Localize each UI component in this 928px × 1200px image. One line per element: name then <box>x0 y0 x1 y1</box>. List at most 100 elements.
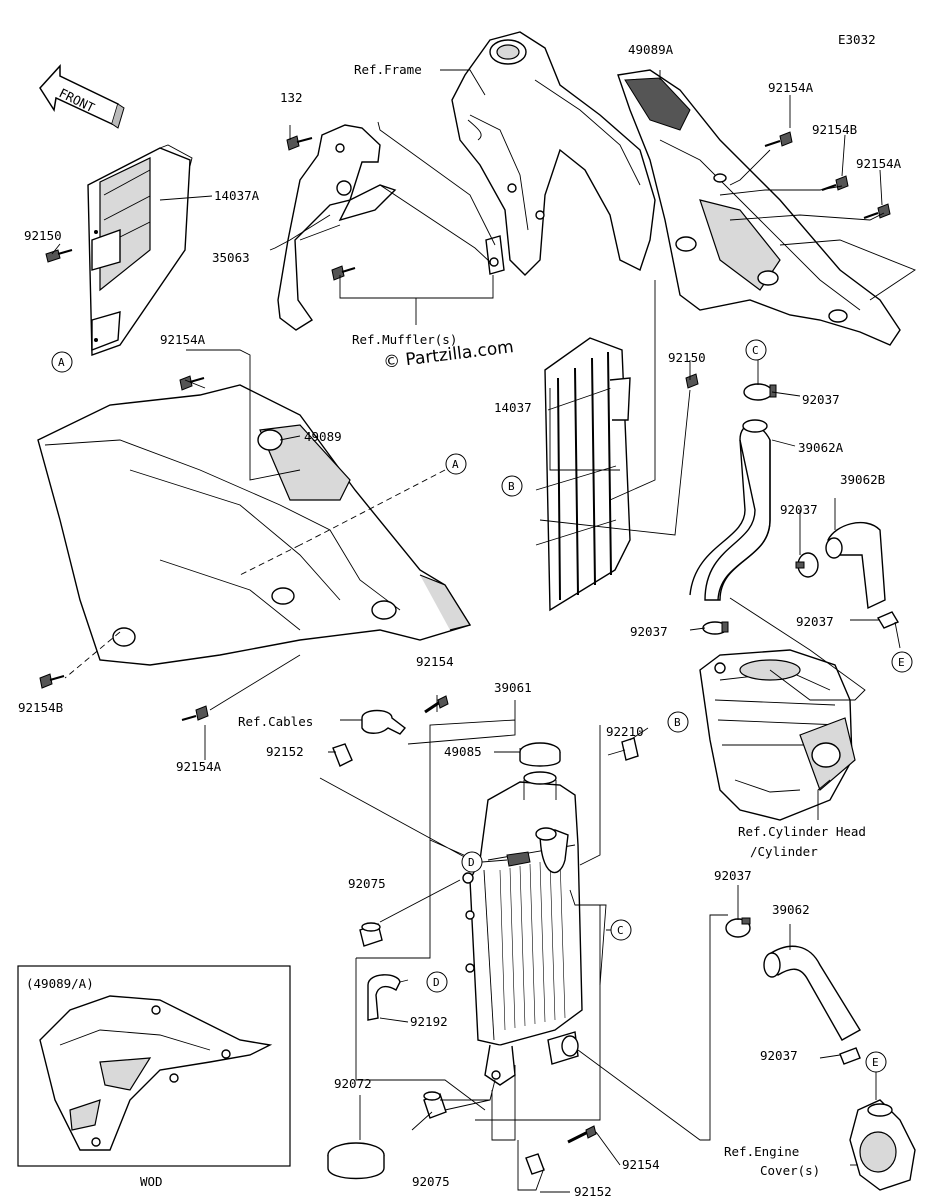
label-49085: 49085 <box>444 744 482 759</box>
callout-a-right: A <box>445 453 467 475</box>
label-92075-top: 92075 <box>348 876 386 891</box>
bolt-92154B-left <box>39 673 65 689</box>
label-92154A-top2: 92154A <box>856 156 902 171</box>
label-ref-cylinder-1: Ref.Cylinder Head <box>738 824 866 839</box>
label-92154A-bottom: 92154A <box>176 759 222 774</box>
label-92154: 92154 <box>416 654 454 669</box>
label-ref-frame: Ref.Frame <box>354 62 422 77</box>
callout-b-grommet: B <box>667 711 689 733</box>
label-92154A-left: 92154A <box>160 332 206 347</box>
bolt-muffler <box>331 265 356 281</box>
callout-c-top: C <box>745 339 767 361</box>
bolt-92154A-bottom <box>181 705 209 721</box>
clamp-92037-hose <box>725 917 751 938</box>
label-49089: 49089 <box>304 429 342 444</box>
callout-d-hose: D <box>426 971 448 993</box>
inset-caption: WOD <box>140 1174 163 1189</box>
label-39062B: 39062B <box>840 472 885 487</box>
radiator-39061 <box>462 771 583 1086</box>
inset-title: (49089/A) <box>26 976 94 991</box>
label-92192: 92192 <box>410 1014 448 1029</box>
label-92154A-top: 92154A <box>768 80 814 95</box>
label-ref-muffler: Ref.Muffler(s) <box>352 332 457 347</box>
label-92037-e: 92037 <box>796 614 834 629</box>
inset-wod: (49089/A) WOD <box>17 965 291 1189</box>
hose-39062A <box>689 419 771 601</box>
bolt-132 <box>286 135 313 151</box>
grommet-92210 <box>621 737 639 761</box>
label-14037A: 14037A <box>214 188 260 203</box>
label-92154B-top: 92154B <box>812 122 857 137</box>
label-92152-bottom: 92152 <box>574 1184 612 1199</box>
bolt-92154B-top <box>821 175 849 191</box>
shroud-49089 <box>37 384 472 666</box>
callout-c-radiator: C <box>610 919 632 941</box>
clamp-92037-mid <box>795 552 819 578</box>
label-49089A: 49089A <box>628 42 674 57</box>
label-132: 132 <box>280 90 303 105</box>
hose-92192 <box>367 974 401 1021</box>
callout-e-bottom: E <box>865 1051 887 1073</box>
label-ref-engine-2: Cover(s) <box>760 1163 820 1178</box>
label-14037: 14037 <box>494 400 532 415</box>
label-92037-hose2: 92037 <box>760 1048 798 1063</box>
bolt-92154A-top <box>764 131 793 147</box>
radiator-louver-left <box>87 144 193 356</box>
label-ref-cylinder-2: /Cylinder <box>750 844 818 859</box>
diagram-code: E3032 <box>838 32 876 47</box>
svg-text:D: D <box>433 976 440 989</box>
label-92150-left: 92150 <box>24 228 62 243</box>
bolt-92150-right <box>685 373 699 389</box>
clamp-92037-hose2 <box>839 1047 861 1065</box>
label-35063: 35063 <box>212 250 250 265</box>
front-arrow-icon: FRONT <box>39 64 125 129</box>
label-ref-engine-1: Ref.Engine <box>724 1144 799 1159</box>
label-92037-low: 92037 <box>630 624 668 639</box>
label-92154-bottom: 92154 <box>622 1157 660 1172</box>
collar-92152-top <box>332 743 353 767</box>
label-92210: 92210 <box>606 724 644 739</box>
label-92150-right: 92150 <box>668 350 706 365</box>
bolt-92154A-left <box>179 375 205 391</box>
svg-text:E: E <box>898 656 905 669</box>
bracket-35063 <box>277 124 397 331</box>
leader-lines <box>51 69 916 1193</box>
fitting-d <box>506 851 531 867</box>
label-92154B-left: 92154B <box>18 700 63 715</box>
svg-text:C: C <box>752 344 759 357</box>
label-92037-mid: 92037 <box>780 502 818 517</box>
cable-clamp <box>361 709 407 735</box>
radiator-core <box>499 857 566 1031</box>
svg-text:A: A <box>58 356 65 369</box>
svg-text:A: A <box>452 458 459 471</box>
label-39062A: 39062A <box>798 440 844 455</box>
label-ref-cables: Ref.Cables <box>238 714 313 729</box>
svg-text:D: D <box>468 856 475 869</box>
clamp-92072 <box>327 1142 385 1180</box>
engine-cover-ref <box>849 1099 916 1191</box>
callout-d-radiator: D <box>461 851 483 873</box>
clamp-92037-e <box>876 611 900 629</box>
bolt-92154 <box>424 695 449 714</box>
callout-b-louver: B <box>501 475 523 497</box>
callout-a-left: A <box>51 351 73 373</box>
clamp-92037-c <box>743 383 777 401</box>
label-39062: 39062 <box>772 902 810 917</box>
bolt-92150-left <box>45 249 73 263</box>
label-92152-top: 92152 <box>266 744 304 759</box>
hose-39062B <box>825 521 886 610</box>
svg-text:E: E <box>872 1056 879 1069</box>
collar-92152-bottom <box>525 1153 545 1175</box>
label-39061: 39061 <box>494 680 532 695</box>
svg-text:B: B <box>508 480 515 493</box>
grommet-92075-top <box>359 922 383 947</box>
frame-ref <box>451 31 656 276</box>
grommet-92075-bottom <box>423 1091 447 1119</box>
label-92037-c: 92037 <box>802 392 840 407</box>
label-92072: 92072 <box>334 1076 372 1091</box>
clamp-92037-low <box>702 621 729 635</box>
callout-e-top: E <box>891 651 913 673</box>
svg-text:B: B <box>674 716 681 729</box>
label-92037-hose: 92037 <box>714 868 752 883</box>
